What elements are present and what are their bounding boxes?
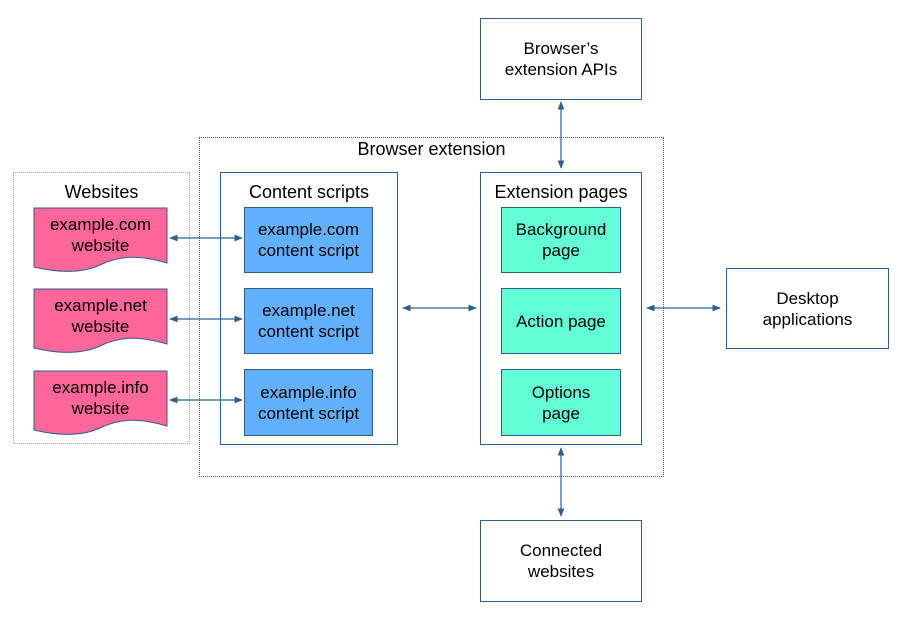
connected-websites-box: Connected websites <box>480 520 642 602</box>
website-example-info: example.info website <box>52 378 149 418</box>
website-doc-shape-com <box>33 207 168 272</box>
websites-title: Websites <box>64 182 139 202</box>
website-example-com: example.com website <box>49 215 152 255</box>
content-script-example-com: example.com content script <box>244 207 373 273</box>
action-page-box: Action page <box>501 288 621 354</box>
website-example-net: example.net website <box>54 296 147 336</box>
content-script-example-info: example.info content script <box>244 369 373 436</box>
websites-group <box>13 172 190 444</box>
content-script-example-net: example.net content script <box>244 288 373 354</box>
extension-pages-title: Extension pages <box>494 182 628 202</box>
options-page-box: Options page <box>501 369 621 436</box>
website-doc-shape-net <box>33 288 168 353</box>
extension-apis-box: Browser’s extension APIs <box>480 18 642 100</box>
background-page-box: Background page <box>501 207 621 273</box>
desktop-applications-box: Desktop applications <box>726 268 889 349</box>
content-scripts-title: Content scripts <box>248 182 370 202</box>
browser-extension-title: Browser extension <box>357 139 506 159</box>
website-doc-shape-info <box>33 370 168 435</box>
